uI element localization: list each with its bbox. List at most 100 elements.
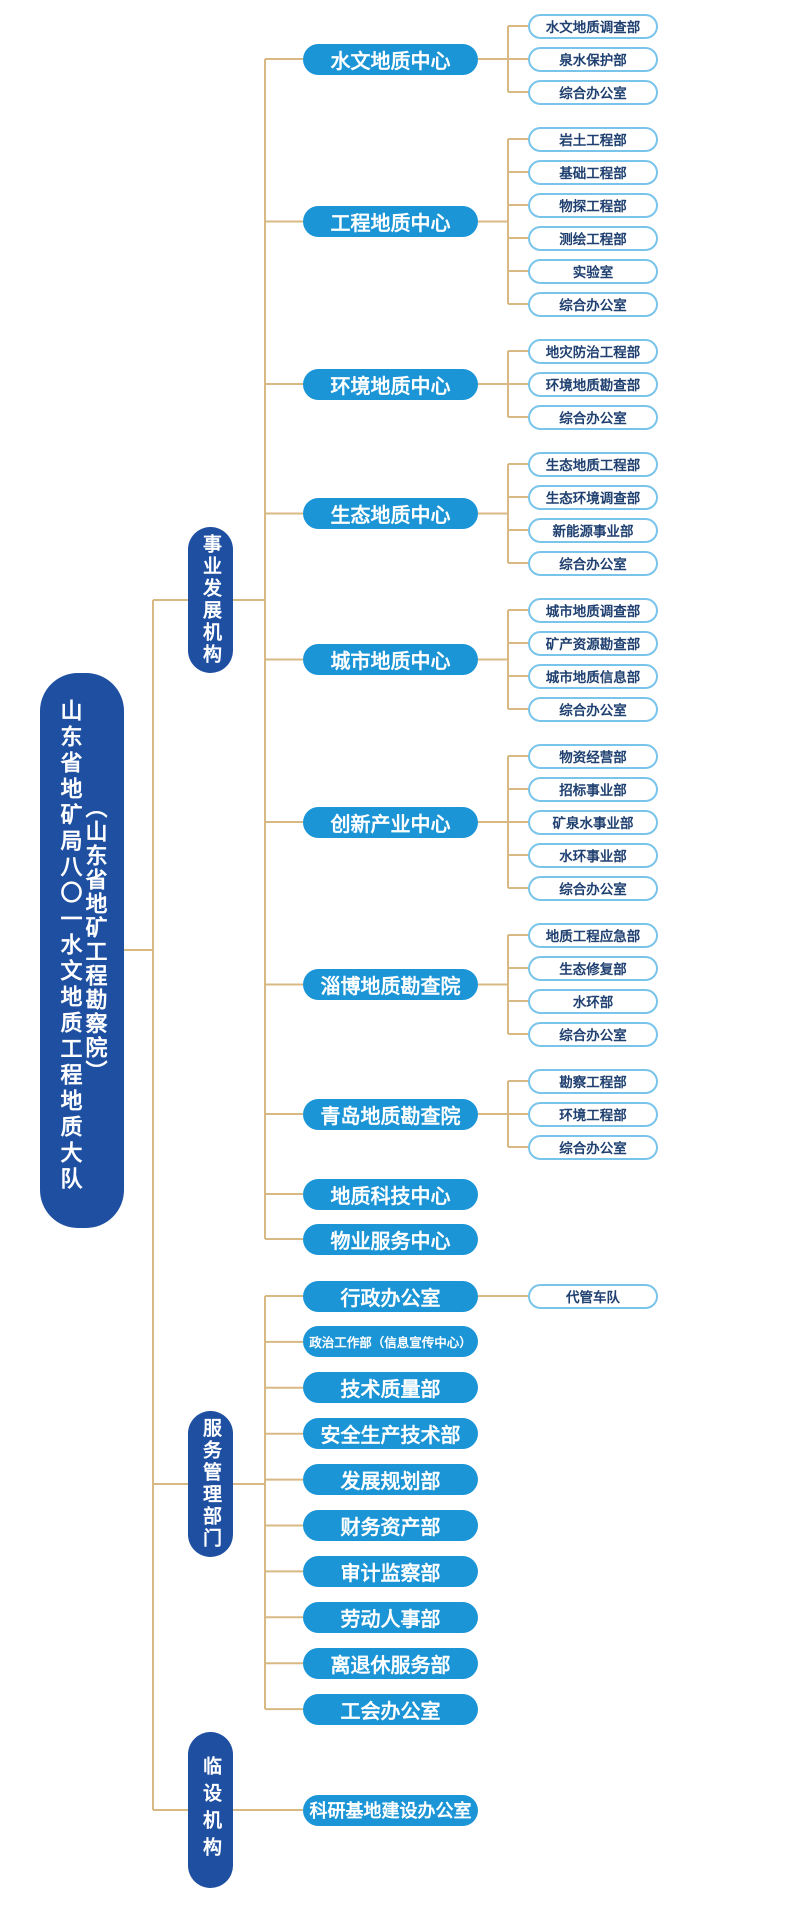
center-node: 生态地质中心: [303, 498, 478, 529]
center-node: 城市地质中心: [303, 644, 478, 675]
center-node: 工会办公室: [303, 1693, 478, 1725]
leaf-node: 生态环境调查部: [528, 484, 658, 510]
center-node-label: 财务资产部: [340, 1517, 441, 1539]
center-node: 技术质量部: [303, 1372, 478, 1404]
leaf-node: 地灾防治工程部: [528, 338, 658, 364]
leaf-node: 综合办公室: [528, 1134, 658, 1160]
leaf-node-label: 城市地质调查部: [545, 604, 641, 619]
center-node: 财务资产部: [303, 1510, 478, 1541]
center-node: 科研基地建设办公室: [303, 1794, 478, 1826]
leaf-node-label: 泉水保护部: [559, 53, 627, 68]
leaf-node-label: 地灾防治工程部: [545, 345, 641, 360]
center-node-label: 劳动人事部: [340, 1608, 441, 1631]
leaf-node-label: 矿泉水事业部: [552, 816, 634, 831]
leaf-node-label: 地质工程应急部: [545, 929, 641, 944]
leaf-node-label: 勘察工程部: [559, 1075, 627, 1090]
center-node: 政治工作部（信息宣传中心）: [303, 1326, 478, 1358]
leaf-node-label: 代管车队: [566, 1290, 620, 1305]
leaf-node: 生态修复部: [528, 955, 658, 981]
leaf-node: 生态地质工程部: [528, 451, 658, 477]
leaf-node-label: 矿产资源勘查部: [545, 637, 641, 652]
leaf-node: 招标事业部: [528, 776, 658, 802]
center-node: 离退休服务部: [303, 1647, 478, 1679]
leaf-node: 综合办公室: [528, 550, 658, 576]
center-node-label: 地质科技中心: [330, 1185, 451, 1208]
center-node: 发展规划部: [303, 1464, 478, 1496]
leaf-node: 地质工程应急部: [528, 922, 658, 948]
center-node-label: 城市地质中心: [330, 651, 451, 673]
center-node-label: 水文地质中心: [330, 50, 451, 73]
leaf-node: 代管车队: [528, 1283, 658, 1309]
leaf-node: 综合办公室: [528, 696, 658, 722]
leaf-node-label: 水环事业部: [559, 849, 627, 864]
root-subtitle: （山东省地矿工程勘察院）: [82, 796, 108, 1084]
center-node-label: 青岛地质勘查院: [320, 1105, 461, 1128]
center-node: 工程地质中心: [303, 206, 478, 237]
leaf-node-label: 测绘工程部: [559, 232, 627, 247]
center-node: 地质科技中心: [303, 1178, 478, 1210]
center-node-label: 创新产业中心: [330, 813, 451, 836]
center-node-label: 行政办公室: [340, 1287, 441, 1310]
leaf-node-label: 综合办公室: [559, 411, 627, 426]
center-node-label: 淄博地质勘查院: [320, 976, 461, 998]
root-title: 山东省地矿局八〇一水文地质工程地质大队: [57, 699, 83, 1193]
center-node-label: 政治工作部（信息宣传中心）: [309, 1336, 472, 1351]
leaf-node: 基础工程部: [528, 159, 658, 185]
root-node: 山东省地矿局八〇一水文地质工程地质大队 （山东省地矿工程勘察院）: [40, 673, 124, 1228]
leaf-node-label: 综合办公室: [559, 1141, 627, 1156]
center-node-label: 物业服务中心: [330, 1230, 451, 1253]
leaf-node: 环境地质勘查部: [528, 371, 658, 397]
center-node-label: 技术质量部: [340, 1379, 441, 1402]
leaf-node-label: 水环部: [572, 995, 614, 1010]
center-node: 创新产业中心: [303, 806, 478, 838]
leaf-node-label: 实验室: [572, 265, 614, 280]
category-node: 临设机构: [188, 1732, 233, 1888]
leaf-node: 水环事业部: [528, 842, 658, 868]
leaf-node-label: 城市地质信息部: [545, 670, 641, 685]
leaf-node-label: 综合办公室: [559, 703, 627, 718]
center-node-label: 环境地质中心: [330, 375, 451, 398]
center-node: 劳动人事部: [303, 1601, 478, 1633]
center-node: 行政办公室: [303, 1280, 478, 1312]
leaf-node-label: 物资经营部: [559, 750, 627, 765]
category-node: 事业发展机构: [188, 527, 233, 673]
center-node: 青岛地质勘查院: [303, 1098, 478, 1130]
leaf-node: 水文地质调查部: [528, 13, 658, 39]
leaf-node: 矿产资源勘查部: [528, 630, 658, 656]
leaf-node-label: 综合办公室: [559, 1028, 627, 1043]
leaf-node-label: 生态环境调查部: [545, 491, 641, 506]
leaf-node: 水环部: [528, 988, 658, 1014]
center-node-label: 科研基地建设办公室: [309, 1801, 472, 1821]
center-node: 环境地质中心: [303, 368, 478, 400]
center-node-label: 发展规划部: [340, 1471, 441, 1494]
leaf-node-label: 生态修复部: [559, 962, 627, 977]
leaf-node: 综合办公室: [528, 404, 658, 430]
leaf-node-label: 物探工程部: [559, 199, 627, 214]
leaf-node: 泉水保护部: [528, 46, 658, 72]
category-node-label: 事业发展机构: [200, 534, 221, 666]
leaf-node: 物资经营部: [528, 743, 658, 769]
leaf-node-label: 综合办公室: [559, 557, 627, 572]
leaf-node-label: 综合办公室: [559, 298, 627, 313]
leaf-node: 综合办公室: [528, 291, 658, 317]
leaf-node: 综合办公室: [528, 79, 658, 105]
leaf-node: 城市地质调查部: [528, 597, 658, 623]
leaf-node: 物探工程部: [528, 192, 658, 218]
center-node-label: 离退休服务部: [330, 1654, 451, 1677]
leaf-node-label: 招标事业部: [559, 783, 627, 798]
leaf-node: 环境工程部: [528, 1101, 658, 1127]
center-node-label: 生态地质中心: [330, 505, 451, 527]
category-node-label: 服务管理部门: [200, 1418, 221, 1550]
leaf-node-label: 新能源事业部: [552, 524, 634, 539]
center-node: 淄博地质勘查院: [303, 969, 478, 1000]
leaf-node: 新能源事业部: [528, 517, 658, 543]
leaf-node-label: 环境工程部: [559, 1108, 627, 1123]
category-node: 服务管理部门: [188, 1411, 233, 1557]
leaf-node-label: 综合办公室: [559, 882, 627, 897]
leaf-node-label: 生态地质工程部: [545, 458, 641, 473]
center-node-label: 工会办公室: [340, 1700, 441, 1723]
category-node-label: 临设机构: [200, 1756, 221, 1864]
leaf-node-label: 岩土工程部: [559, 133, 627, 148]
